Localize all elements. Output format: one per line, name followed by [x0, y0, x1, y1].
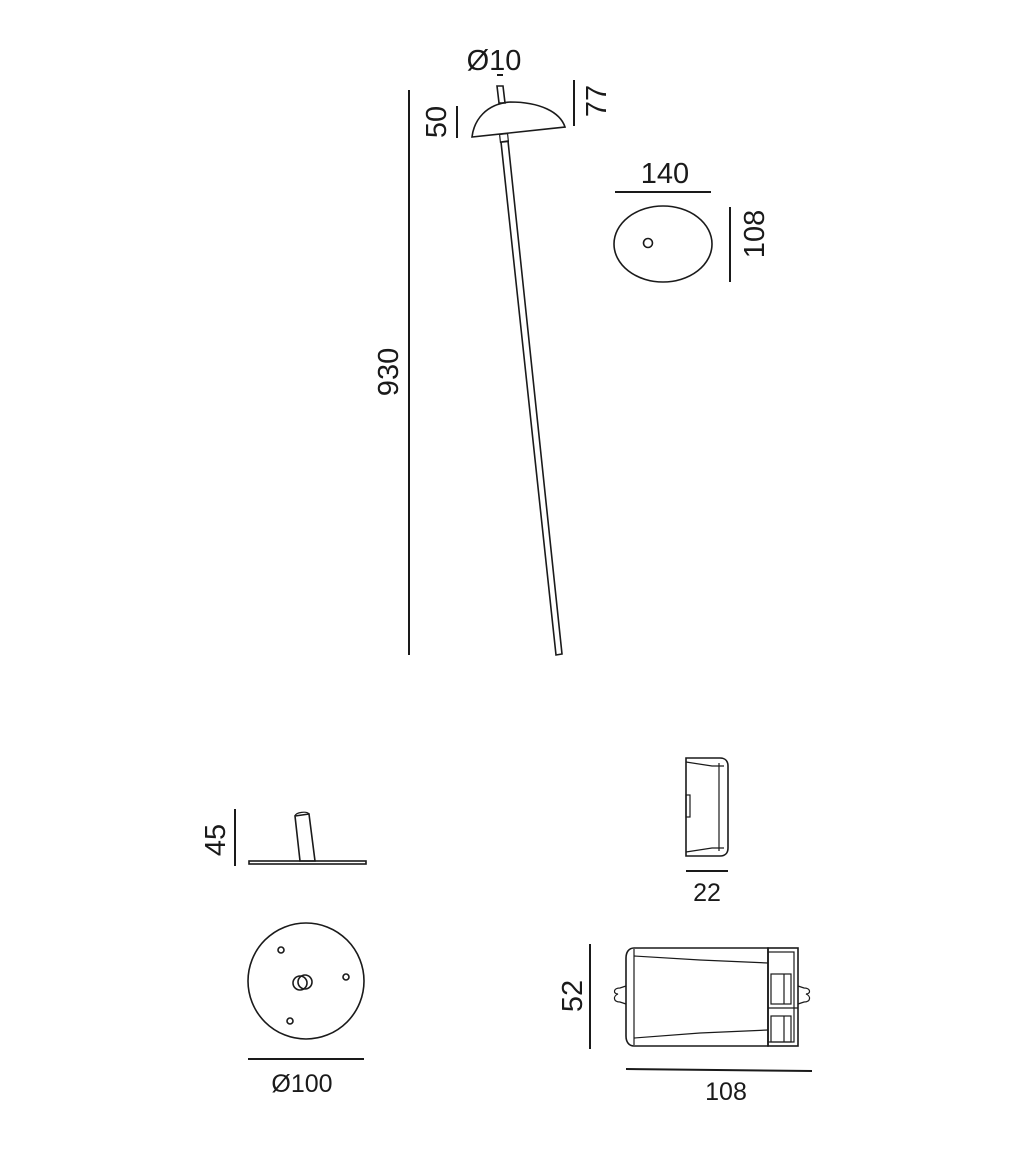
base-diameter-label: Ø100: [271, 1070, 332, 1098]
driver-top-view: 52 108: [557, 944, 813, 1106]
head-top-ellipse: [613, 205, 713, 283]
head-width-140-label: 140: [641, 158, 689, 190]
driver-height-52-label: 52: [557, 980, 589, 1012]
driver-side-body: [685, 757, 729, 857]
base-side-view: 45: [200, 809, 367, 866]
driver-terminal-slot-1: [770, 973, 792, 1005]
driver-length-108-dimension-line: [625, 1068, 813, 1072]
base-center-hole-b: [297, 974, 313, 990]
head-height-50-label: 50: [421, 106, 453, 138]
driver-side-taper-bottom: [685, 847, 724, 853]
driver-side-taper-top: [685, 761, 724, 767]
base-post-side: [294, 813, 316, 862]
base-screw-hole-1: [277, 946, 285, 954]
lamp-side-view: 930 50 77 Ø10: [373, 45, 613, 656]
driver-side-clip: [685, 794, 691, 818]
driver-length-108-label: 108: [705, 1078, 747, 1106]
head-depth-108-label: 108: [739, 210, 771, 258]
head-total-77-label: 77: [581, 85, 613, 117]
head-top-hole: [642, 237, 654, 249]
base-screw-hole-2: [342, 973, 350, 981]
driver-thickness-22-label: 22: [693, 879, 721, 907]
driver-top-taper-bottom: [633, 1029, 769, 1039]
driver-terminal-frame: [767, 951, 795, 1043]
head-top-view: 140 108: [613, 158, 771, 283]
lamp-stem: [500, 140, 563, 656]
lamp-stem-top: [496, 85, 506, 104]
driver-side-view: 22: [685, 757, 729, 907]
driver-terminal-slot-2: [770, 1015, 792, 1043]
base-screw-hole-3: [286, 1017, 294, 1025]
height-930-label: 930: [373, 348, 405, 396]
driver-top-taper-top: [633, 955, 769, 964]
base-post-cap: [294, 811, 310, 817]
base-center-hole-a: [292, 975, 308, 991]
base-height-45-label: 45: [200, 824, 232, 856]
stem-diameter-label: Ø10: [467, 45, 522, 77]
driver-left-mount-tab: [613, 985, 627, 1005]
driver-right-mount-tab: [797, 985, 811, 1005]
base-plate-top: [247, 922, 365, 1040]
base-top-view: Ø100: [247, 922, 365, 1098]
driver-top-body: [625, 947, 769, 1047]
lamp-head: [471, 101, 567, 138]
